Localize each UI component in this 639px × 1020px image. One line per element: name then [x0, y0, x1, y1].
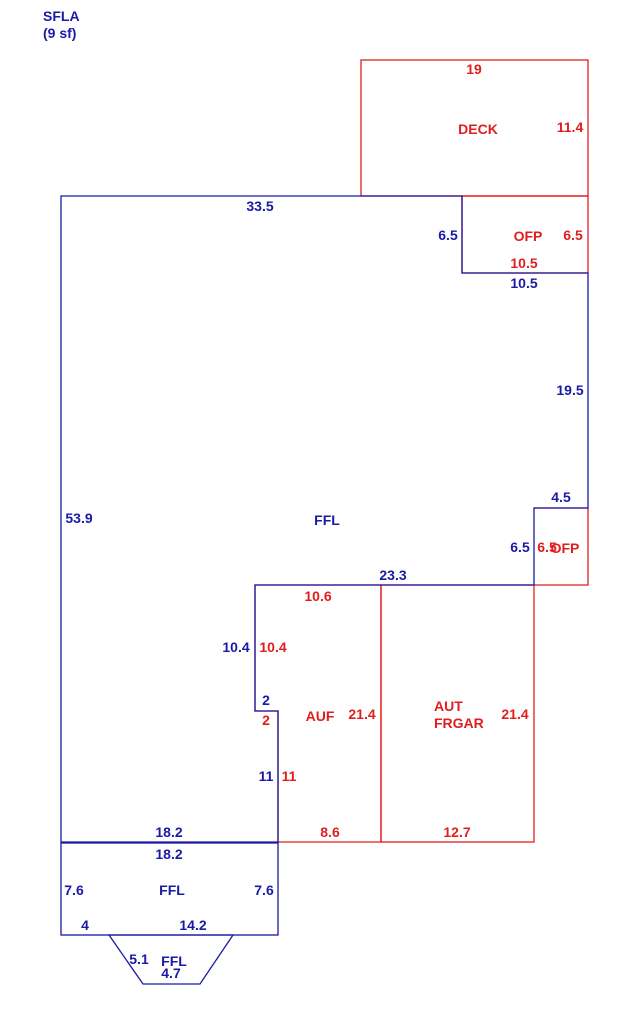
garage-right-dim: 21.4 — [501, 706, 528, 722]
ffl-lower-top-dim: 18.2 — [155, 846, 182, 862]
sketch-header: SFLA (9 sf) — [43, 8, 80, 42]
auf-top-dim: 10.6 — [304, 588, 331, 604]
ffl-main-bottom-edge-dim: 23.3 — [379, 567, 406, 583]
auf-jog-dim: 2 — [262, 712, 270, 728]
ffl-main-notch-side-dim: 6.5 — [510, 539, 530, 555]
ofp-small-left-dim: 6.5 — [537, 539, 557, 555]
auf-right-dim: 21.4 — [348, 706, 375, 722]
ffl-main-right-upper-dim: 19.5 — [556, 382, 583, 398]
deck-name: DECK — [458, 121, 498, 137]
sketch-area: (9 sf) — [43, 25, 77, 41]
ffl-bay-bottom-dim: 4.7 — [161, 965, 181, 981]
ffl-main-auf-side-lower-dim: 11 — [259, 768, 274, 784]
ffl-bay-name: FFL — [161, 953, 187, 969]
auf-bottom-dim: 8.6 — [320, 824, 340, 840]
ffl-lower-bottom-right-dim: 14.2 — [179, 917, 206, 933]
ffl-main-top-dim: 33.5 — [246, 198, 273, 214]
ffl-lower-bottom-left-dim: 4 — [81, 917, 89, 933]
ofp-top-name: OFP — [514, 228, 543, 244]
ffl-main-notch-bottom-dim: 10.5 — [510, 275, 537, 291]
ffl-main-notch-top-dim: 4.5 — [551, 489, 571, 505]
auf-left-lower-dim: 11 — [282, 768, 297, 784]
ffl-main-outline — [60, 195, 589, 843]
deck-top-dim: 19 — [466, 61, 482, 77]
ofp-small-name: OFP — [551, 540, 580, 556]
ffl-lower-left-dim: 7.6 — [64, 882, 84, 898]
auf-name: AUF — [306, 708, 335, 724]
ffl-bay-outline — [107, 934, 235, 985]
ffl-bay-side-dim: 5.1 — [129, 951, 149, 967]
ffl-main-name: FFL — [314, 512, 340, 528]
garage-bottom-dim: 12.7 — [443, 824, 470, 840]
sketch-title: SFLA — [43, 8, 80, 24]
ffl-main-auf-jog-dim: 2 — [262, 692, 270, 708]
ffl-main-auf-side-upper-dim: 10.4 — [222, 639, 249, 655]
ofp-top-right-dim: 6.5 — [563, 227, 583, 243]
ofp-top-left-dim: 6.5 — [438, 227, 458, 243]
ffl-main-lower-left-bottom-dim: 18.2 — [155, 824, 182, 840]
deck-right-dim: 11.4 — [557, 119, 584, 135]
ffl-main-left-dim: 53.9 — [65, 510, 92, 526]
garage-name-line1: AUT — [434, 698, 463, 714]
garage-name-line2: FRGAR — [434, 715, 484, 731]
ofp-top-bottom-dim: 10.5 — [510, 255, 537, 271]
ffl-lower-name: FFL — [159, 882, 185, 898]
ffl-lower-right-dim: 7.6 — [254, 882, 274, 898]
auf-left-upper-dim: 10.4 — [259, 639, 286, 655]
